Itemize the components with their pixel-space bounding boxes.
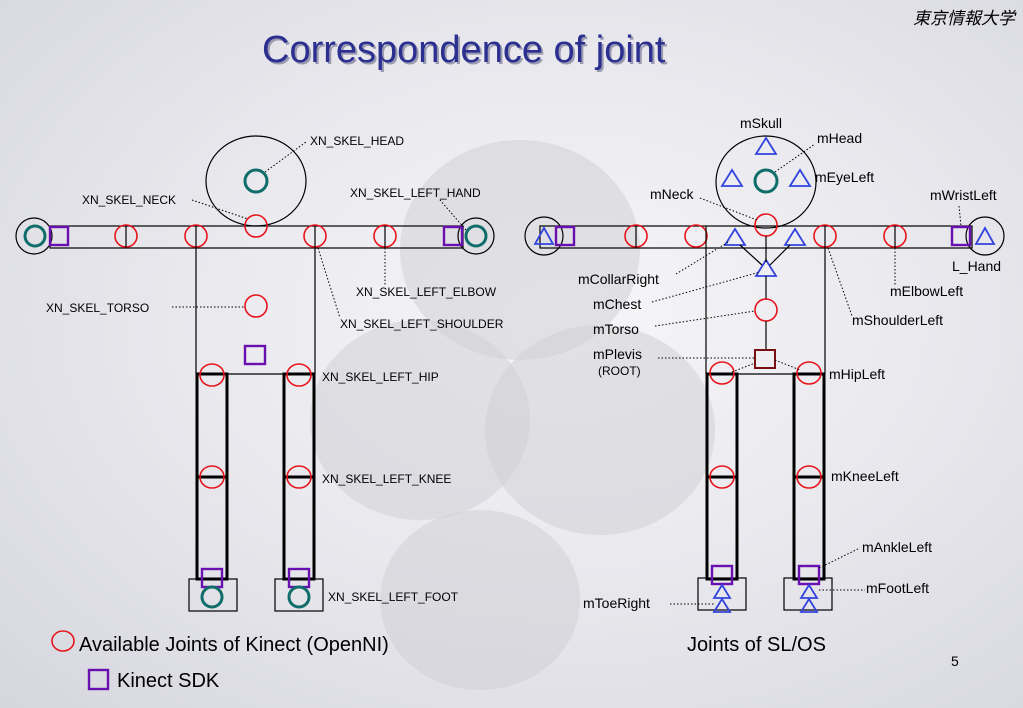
label-xn-left-hip: XN_SKEL_LEFT_HIP [322,370,439,384]
university-name: 東京情報大学 [913,9,1017,29]
kinect-right-knee [199,465,225,489]
sl-neck [754,213,778,237]
kinect-right-hand-sdk [23,224,47,248]
label-xn-left-foot: XN_SKEL_LEFT_FOOT [328,590,459,604]
sl-left-wrist [950,225,972,247]
page-title: Correspondence of joint [262,29,666,71]
legend-openni-marker [51,630,75,652]
sl-left-hand-outline [965,216,1005,256]
label-m-head: mHead [817,130,862,146]
sl-head-joint [753,168,779,194]
sl-eye-right-joint [720,168,744,187]
label-m-eye-left: mEyeLeft [815,169,874,185]
sl-right-ankle [710,564,734,586]
kinect-head-outline [205,135,307,227]
sl-collar-left [783,227,807,246]
sl-arm-bar [539,225,973,249]
page-title-shadow: Correspondence of joint [264,31,668,73]
sl-head-outline [715,135,817,229]
label-l-hand: L_Hand [952,258,1001,274]
label-m-knee-left: mKneeLeft [831,468,899,484]
kinect-leaders [172,141,467,319]
label-m-toe-right: mToeRight [583,595,650,611]
kinect-left-knee [286,465,312,489]
sl-labels: mSkull mHead mEyeLeft mNeck mWristLeft L… [578,115,1001,611]
label-m-wrist-left: mWristLeft [930,187,997,203]
kinect-right-hand-outline [15,217,53,255]
label-m-neck: mNeck [650,186,695,202]
kinect-left-foot-joint [287,585,311,609]
legend: Available Joints of Kinect (OpenNI) Kine… [51,630,826,692]
label-root: (ROOT) [598,364,641,378]
kinect-left-hand-outline [457,217,495,255]
kinect-torso [244,294,268,318]
kinect-right-wrist-sdk [48,225,70,247]
label-m-ankle-left: mAnkleLeft [862,539,932,555]
legend-sdk-label: Kinect SDK [117,670,220,692]
sl-torso [754,298,778,322]
kinect-right-foot-joint [200,585,224,609]
sl-right-shoulder [684,224,708,248]
page-number: 5 [951,653,959,669]
label-xn-head: XN_SKEL_HEAD [310,134,404,148]
sl-left-toe [799,597,819,613]
label-m-torso: mTorso [593,321,639,337]
label-m-skull: mSkull [740,115,782,131]
kinect-right-hip [199,363,225,387]
sl-right-hand-joint [533,226,555,245]
label-xn-neck: XN_SKEL_NECK [82,193,176,207]
kinect-labels: XN_SKEL_HEAD XN_SKEL_NECK XN_SKEL_LEFT_H… [46,134,504,604]
label-m-hip-left: mHipLeft [829,366,885,382]
kinect-left-hand-sdk [464,224,488,248]
sl-left-ankle [797,564,821,586]
sl-left-foot [799,583,819,599]
kinect-left-foot-box [274,578,324,612]
sl-leaders [651,143,962,605]
label-xn-left-knee: XN_SKEL_LEFT_KNEE [322,472,451,486]
label-m-shoulder-left: mShoulderLeft [852,312,943,328]
kinect-skeleton [15,135,495,612]
legend-sdk-marker [87,668,110,691]
background-watermark [310,140,715,690]
sl-right-wrist [554,225,576,247]
label-m-elbow-left: mElbowLeft [890,283,963,299]
sl-right-knee [709,465,735,489]
label-m-foot-left: mFootLeft [866,580,929,596]
kinect-left-wrist-sdk [442,225,464,247]
sl-left-foot-box [783,577,833,611]
sl-skeleton [524,135,1005,613]
legend-sl-label: Joints of SL/OS [687,634,826,656]
sl-left-hip [796,361,822,385]
kinect-hip-center-sdk [243,344,267,366]
label-xn-torso: XN_SKEL_TORSO [46,301,149,315]
sl-right-foot [712,583,732,599]
legend-openni-label: Available Joints of Kinect (OpenNI) [79,634,389,656]
sl-right-foot-box [697,577,747,611]
sl-left-hand-joint [974,226,996,245]
kinect-right-foot-box [188,578,238,612]
label-m-pelvis: mPlevis [593,346,642,362]
sl-left-knee [796,465,822,489]
sl-right-hand-outline [524,216,564,256]
kinect-left-hip [286,363,312,387]
label-m-chest: mChest [593,296,641,312]
kinect-neck [244,214,268,238]
sl-right-toe [712,597,732,613]
label-xn-left-elbow: XN_SKEL_LEFT_ELBOW [356,285,497,299]
sl-right-hip [709,361,735,385]
label-m-collar-right: mCollarRight [578,271,659,287]
sl-pelvis-root [754,349,776,369]
label-xn-left-hand: XN_SKEL_LEFT_HAND [350,186,481,200]
label-xn-left-shoulder: XN_SKEL_LEFT_SHOULDER [340,317,504,331]
sl-collar-right [723,227,747,246]
sl-eye-left-joint [788,168,812,187]
kinect-head-joint [243,168,269,194]
sl-skull-joint [754,136,778,155]
